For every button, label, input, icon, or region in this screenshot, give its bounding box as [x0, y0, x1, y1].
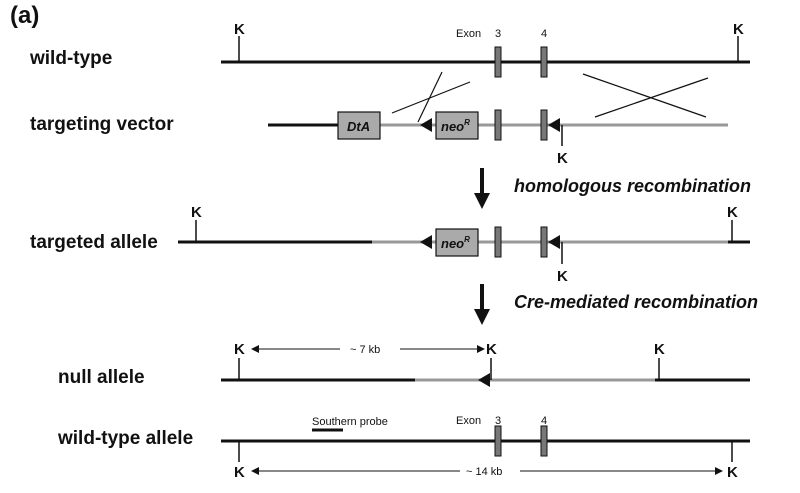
- wild-type-allele-locus: Southern probe Exon 3 4 K ~ 14 kb K: [221, 415, 750, 481]
- site-k: K: [727, 204, 738, 221]
- crossover-marks: [391, 71, 709, 123]
- dta-box: [337, 111, 381, 140]
- exon-4: [540, 425, 548, 457]
- cre-recombination-arrow: [474, 284, 490, 325]
- exon-label: Exon: [456, 415, 481, 427]
- exon-4: [540, 46, 548, 78]
- step-homologous-recombination: homologous recombination: [514, 176, 751, 196]
- targeted-allele-locus: K K neoR K: [178, 204, 750, 285]
- row-label-wild-type: wild-type: [30, 48, 113, 69]
- wt-distance-label: ~ 14 kb: [466, 466, 502, 478]
- exon-3: [494, 46, 502, 78]
- exon-number-3: 3: [495, 415, 501, 427]
- site-k: K: [191, 204, 202, 221]
- site-k: K: [733, 21, 744, 38]
- southern-probe-label: Southern probe: [312, 416, 388, 428]
- null-allele-locus: K ~ 7 kb K K: [221, 341, 750, 387]
- exon-number-4: 4: [541, 28, 547, 40]
- exon-3: [494, 425, 502, 457]
- wild-type-locus: K K Exon 3 4: [221, 21, 750, 78]
- step-cre-recombination: Cre-mediated recombination: [514, 292, 759, 312]
- site-k: K: [234, 464, 245, 481]
- loxp-arrow: [478, 373, 490, 387]
- exon-number-4: 4: [541, 415, 547, 427]
- loxp-arrow: [548, 235, 560, 249]
- neo-box: [435, 111, 479, 140]
- site-k: K: [557, 268, 568, 285]
- loxp-arrow: [548, 118, 560, 132]
- exon-number-3: 3: [495, 28, 501, 40]
- site-k: K: [234, 341, 245, 358]
- neo-label: neoR: [441, 235, 470, 251]
- panel-label: (a): [10, 2, 40, 29]
- row-label-wild-type-allele: wild-type allele: [58, 428, 194, 449]
- neo-box: [435, 228, 479, 257]
- row-label-targeting-vector: targeting vector: [30, 114, 174, 135]
- site-k: K: [557, 150, 568, 167]
- null-distance-label: ~ 7 kb: [350, 344, 380, 356]
- site-k: K: [654, 341, 665, 358]
- neo-label: neoR: [441, 118, 470, 134]
- row-label-null-allele: null allele: [58, 367, 145, 388]
- loxp-arrow: [420, 118, 432, 132]
- dta-label: DtA: [347, 119, 370, 134]
- homologous-recombination-arrow: [474, 168, 490, 209]
- exon-label: Exon: [456, 28, 481, 40]
- site-k: K: [486, 341, 497, 358]
- row-label-targeted-allele: targeted allele: [30, 232, 158, 253]
- loxp-arrow: [420, 235, 432, 249]
- site-k: K: [234, 21, 245, 38]
- targeting-vector: DtA neoR K: [268, 109, 728, 167]
- site-k: K: [727, 464, 738, 481]
